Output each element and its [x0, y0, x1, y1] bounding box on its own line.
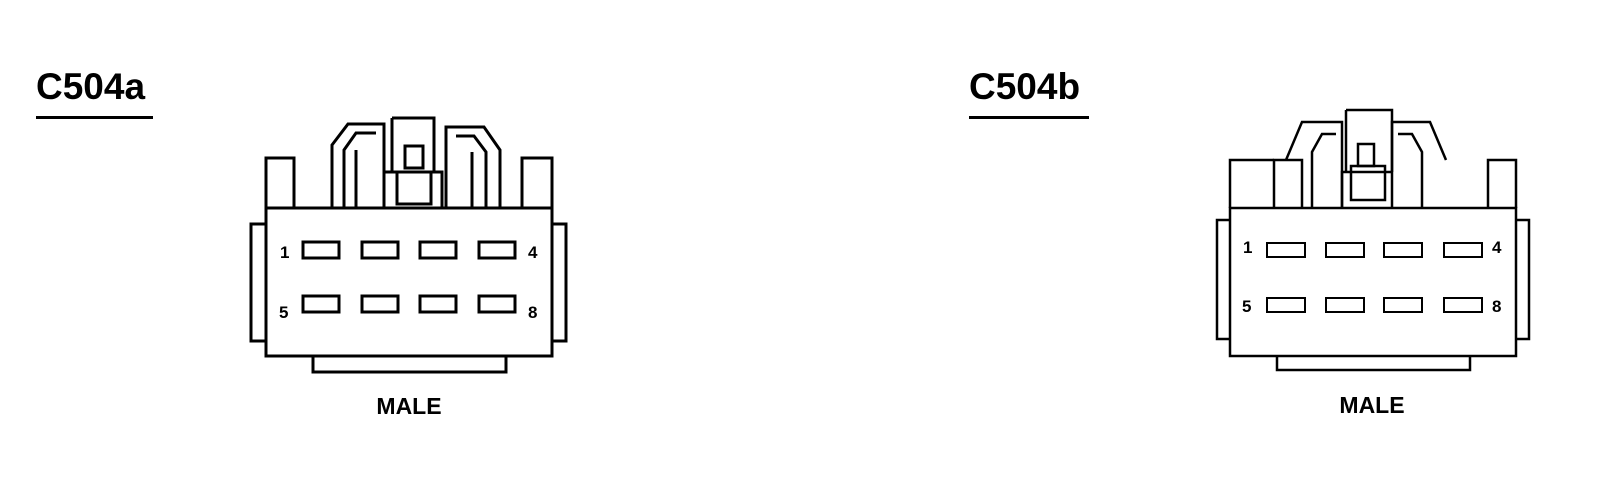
pin-cavity-8: [1443, 297, 1483, 313]
shoulder-left: [264, 156, 296, 208]
pin-cavity-5: [1266, 297, 1306, 313]
latch-right-inner: [1398, 132, 1424, 208]
side-tab-left: [1215, 218, 1230, 341]
latch-right-inner: [456, 134, 488, 208]
connector-c504a: C504a: [0, 0, 800, 504]
latch-left-inner: [342, 131, 376, 208]
side-tab-right: [552, 222, 568, 343]
pin-cavity-7: [418, 294, 458, 314]
pin-cavity-3: [1383, 242, 1423, 258]
latch-left-housing: [330, 122, 386, 208]
side-tab-left: [249, 222, 266, 343]
connector-body: [264, 206, 554, 358]
pin-cavity-6: [1325, 297, 1365, 313]
connector-drawing: 1 4 5 8 MALE: [1215, 108, 1531, 418]
latch-button: [395, 170, 433, 206]
pin-cavity-2: [1325, 242, 1365, 258]
latch-tab: [1356, 142, 1376, 168]
pin-label-top-left: 1: [1243, 238, 1252, 257]
connector-c504b: C504b: [960, 0, 1619, 504]
gender-label: MALE: [1339, 392, 1404, 418]
latch-top: [1346, 108, 1394, 172]
pin-label-top-right: 4: [1492, 238, 1502, 257]
latch-left-housing: [1284, 120, 1344, 208]
connector-drawing: 1 4 5 8 MALE: [249, 116, 568, 419]
latch-center: [1340, 170, 1392, 208]
title-underline: [36, 116, 153, 119]
pin-cavity-5: [301, 294, 341, 314]
pin-label-top-left: 1: [280, 243, 289, 262]
shoulder-right: [520, 156, 554, 208]
pin-label-bottom-right: 8: [1492, 297, 1501, 316]
pin-cavity-1: [301, 240, 341, 260]
title-underline: [969, 116, 1089, 119]
connector-title: C504a: [36, 66, 146, 107]
pin-label-bottom-left: 5: [1242, 297, 1251, 316]
pin-cavity-6: [360, 294, 400, 314]
pin-cavity-4: [477, 240, 517, 260]
latch-button: [1349, 164, 1387, 202]
shoulder-left: [1272, 158, 1304, 208]
connector-body: [1228, 206, 1518, 358]
latch-right-housing: [444, 125, 502, 208]
pin-cavity-7: [1383, 297, 1423, 313]
pin-label-top-right: 4: [528, 243, 538, 262]
pin-cavity-2: [360, 240, 400, 260]
pin-cavity-4: [1443, 242, 1483, 258]
pin-cavity-8: [477, 294, 517, 314]
latch-tab: [403, 144, 425, 170]
bottom-skirt: [1275, 356, 1472, 372]
pin-cavity-3: [418, 240, 458, 260]
pin-label-bottom-left: 5: [279, 303, 288, 322]
side-tab-right: [1516, 218, 1531, 341]
latch-top: [392, 116, 436, 172]
gender-label: MALE: [376, 393, 441, 419]
latch-left-inner: [1310, 132, 1336, 208]
pin-label-bottom-right: 8: [528, 303, 537, 322]
bottom-skirt: [311, 356, 508, 374]
shoulder-left-outer: [1228, 158, 1274, 208]
shoulder-right: [1486, 158, 1518, 208]
connector-title: C504b: [969, 66, 1081, 107]
pin-cavity-1: [1266, 242, 1306, 258]
